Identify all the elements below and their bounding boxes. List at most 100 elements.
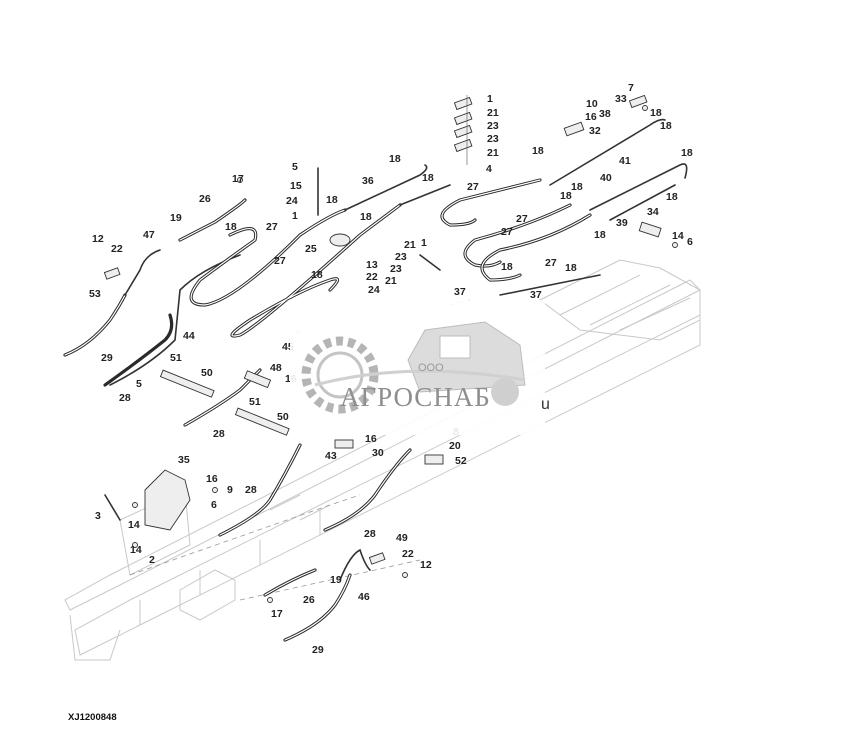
callout-44: 44 [183,330,195,342]
callout-41: 41 [619,155,631,167]
callout-27-b: 27 [274,255,286,267]
callout-28-d: 28 [364,528,376,540]
callout-34: 34 [647,206,659,218]
callout-21-c: 21 [385,275,397,287]
callout-48: 48 [270,362,282,374]
callout-6: 6 [687,236,693,248]
company-suffix: u [541,396,550,413]
callout-21-top: 21 [487,107,499,119]
callout-18-c: 18 [360,211,372,223]
callout-14: 14 [672,230,684,242]
callout-53: 53 [89,288,101,300]
callout-25: 25 [305,243,317,255]
callout-46: 46 [358,591,370,603]
callout-51: 51 [170,352,182,364]
callout-24-mid: 24 [368,284,380,296]
callout-21-b: 21 [404,239,416,251]
callout-2: 2 [149,554,155,566]
callout-17: 17 [232,173,244,185]
callout-17-bottom: 17 [271,608,283,620]
callout-22-bottom: 22 [402,548,414,560]
callout-32: 32 [589,125,601,137]
company-name: АГРОСНАБ [340,382,491,412]
callout-50: 50 [201,367,213,379]
callout-5-left: 5 [136,378,142,390]
callout-22-mid: 22 [366,271,378,283]
callout-37-b: 37 [530,289,542,301]
callout-1: 1 [487,93,493,105]
callout-7: 7 [628,82,634,94]
callout-27-c: 27 [467,181,479,193]
callout-35: 35 [178,454,190,466]
gear-harvester-icon [301,321,526,414]
callout-18-k: 18 [660,120,672,132]
callout-18-d: 18 [422,172,434,184]
callout-26: 26 [199,193,211,205]
callout-26-bottom: 26 [303,594,315,606]
callout-16: 16 [365,433,377,445]
callout-18: 18 [389,153,401,165]
callout-14-left: 14 [128,519,140,531]
callout-47: 47 [143,229,155,241]
callout-23-c: 23 [390,263,402,275]
callout-18-b: 18 [326,194,338,206]
callout-29: 29 [101,352,113,364]
callout-51-b: 51 [249,396,261,408]
clamp-stack-top [453,95,473,165]
callout-28: 28 [119,392,131,404]
hardware-parts [103,94,678,603]
callout-40: 40 [600,172,612,184]
callout-49: 49 [396,532,408,544]
callout-18-o: 18 [565,262,577,274]
callout-12: 12 [420,559,432,571]
callout-19: 19 [170,212,182,224]
callout-1-left: 1 [292,210,298,222]
callout-18-i: 18 [594,229,606,241]
callout-18-m: 18 [666,191,678,203]
company-type: ООО [418,362,444,374]
callout-24: 24 [286,195,298,207]
callout-10: 10 [586,98,598,110]
callout-27-d: 27 [501,226,513,238]
callout-18-h: 18 [560,190,572,202]
callout-5: 5 [292,161,298,173]
callout-18-f: 18 [532,145,544,157]
callout-9: 9 [227,484,233,496]
watermark-logo: ООО АГРОСНАБ u [290,300,550,435]
callout-23: 23 [487,120,499,132]
callout-38: 38 [599,108,611,120]
callout-18-n: 18 [501,261,513,273]
callout-13: 13 [366,259,378,271]
callout-50-b: 50 [277,411,289,423]
callout-23-top2: 23 [487,133,499,145]
callout-18-j: 18 [650,107,662,119]
callout-16-right: 16 [585,111,597,123]
callout-22: 22 [111,243,123,255]
callout-20: 20 [449,440,461,452]
callout-43: 43 [325,450,337,462]
callout-36: 36 [362,175,374,187]
callout-27-f: 27 [545,257,557,269]
callout-28-c: 28 [245,484,257,496]
figure-code: XJ1200848 [68,712,117,723]
callout-39: 39 [616,217,628,229]
callout-18-a: 18 [225,221,237,233]
callout-18-l: 18 [681,147,693,159]
callout-15: 15 [290,180,302,192]
boom-frame [64,259,701,661]
callout-33: 33 [615,93,627,105]
callout-23-b: 23 [395,251,407,263]
callout-16-left: 16 [206,473,218,485]
callout-52: 52 [455,455,467,467]
callout-18-e: 18 [311,269,323,281]
callout-6-left: 6 [211,499,217,511]
callout-12-left: 12 [92,233,104,245]
callout-14-lower: 14 [130,544,142,556]
callout-37: 37 [454,286,466,298]
callout-27: 27 [266,221,278,233]
callout-45: 45 [282,341,294,353]
callout-29-bottom: 29 [312,644,324,656]
callout-30: 30 [372,447,384,459]
callout-3: 3 [95,510,101,522]
